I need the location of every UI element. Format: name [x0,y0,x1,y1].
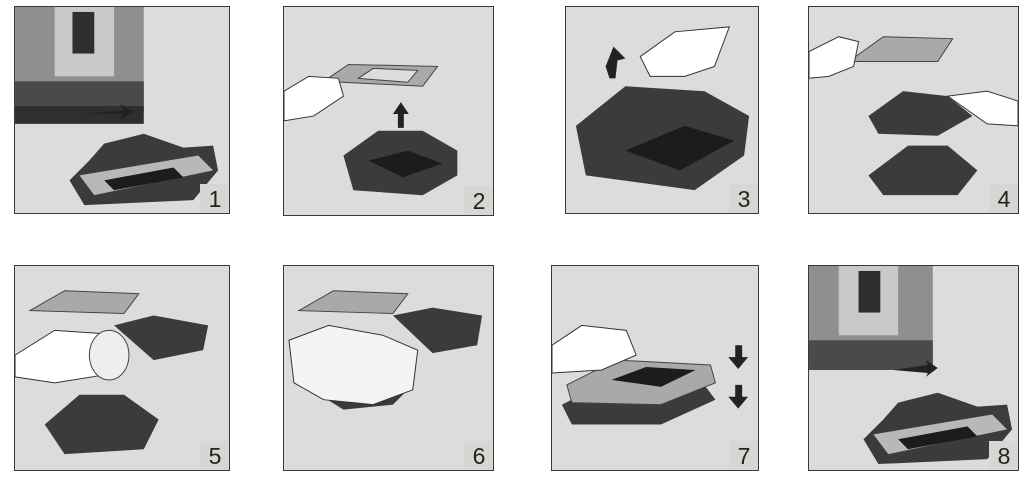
step-number-badge: 3 [729,184,759,214]
step-number-badge: 6 [464,441,494,471]
step-number-badge: 5 [200,441,230,471]
clean-with-sponge-illustration [15,266,229,470]
step-3-panel: 3 [565,6,759,214]
step-2-panel: 2 [283,6,494,216]
step-number-badge: 2 [464,186,494,216]
step-4-panel: 4 [808,6,1019,214]
step-1-panel: 1 [14,6,230,214]
step-number-badge: 1 [200,184,230,214]
step-6-panel: 6 [283,265,494,471]
dry-with-cloth-illustration [284,266,493,470]
step-8-panel: 8 [808,265,1019,471]
step-7-panel: 7 [551,265,759,471]
insert-drip-tray-illustration [809,266,1018,470]
step-5-panel: 5 [14,265,230,471]
step-number-badge: 7 [729,441,759,471]
pull-out-drip-tray-illustration [15,7,229,213]
lift-off-cover-illustration [284,7,493,215]
remove-grid-illustration [566,7,758,213]
reassemble-illustration [552,266,758,470]
separate-parts-illustration [809,7,1018,213]
step-number-badge: 8 [989,441,1019,471]
step-number-badge: 4 [989,184,1019,214]
